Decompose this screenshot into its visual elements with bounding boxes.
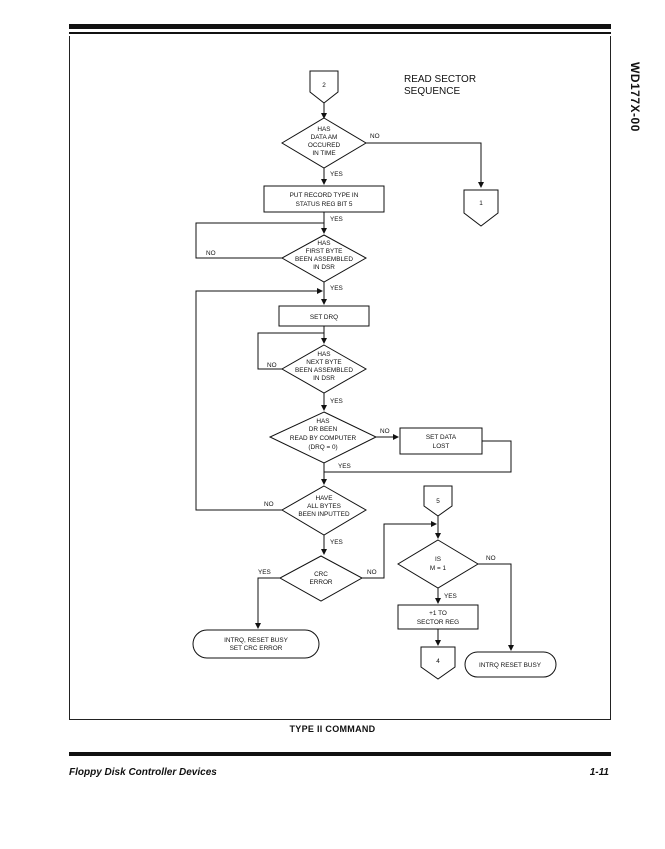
dec-data-am-line: OCCURED (308, 142, 341, 149)
label-no: NO (206, 250, 216, 257)
label-no: NO (370, 133, 380, 140)
box-set-data-lost-shape (399, 427, 483, 455)
page-number: 1-11 (589, 767, 609, 778)
box-set-drq-label: SET DRQ (310, 314, 338, 321)
top-rule-thin (69, 32, 611, 34)
dec-next-byte-line: IN DSR (313, 375, 335, 382)
dec-read-by-computer-line: (DRQ = 0) (308, 444, 337, 451)
top-rule (69, 24, 611, 29)
dec-next-byte-line: NEXT BYTE (306, 359, 341, 366)
label-yes: YES (330, 539, 343, 546)
terminal-intrq-crc-shape (192, 629, 320, 659)
box-record-type-line: PUT RECORD TYPE IN (290, 192, 359, 199)
box-sector-reg-line: SECTOR REG (417, 619, 459, 626)
dec-crc-error-line: CRC (314, 571, 328, 578)
terminal-intrq-crc-line: SET CRC ERROR (230, 645, 283, 652)
exit-connector-1-label: 1 (479, 200, 483, 207)
label-yes: YES (330, 285, 343, 292)
decision-is-m-shape (397, 539, 479, 589)
dec-data-am-line: HAS (317, 126, 330, 133)
label-no: NO (380, 428, 390, 435)
box-sector-reg-shape (397, 604, 479, 630)
dec-crc-error-line: ERROR (309, 579, 332, 586)
label-yes: YES (330, 171, 343, 178)
label-yes: YES (330, 398, 343, 405)
figure-caption: TYPE II COMMAND (289, 724, 376, 734)
dec-is-m-line: M = 1 (430, 565, 447, 572)
diagram-title-line2: SEQUENCE (404, 86, 460, 97)
dec-read-by-computer-line: HAS (316, 418, 329, 425)
entry-connector-5-shape (423, 485, 453, 517)
label-yes: YES (338, 463, 351, 470)
dec-data-am-line: IN TIME (312, 150, 335, 157)
box-sector-reg-line: +1 TO (429, 610, 447, 617)
box-set-data-lost-line: LOST (433, 443, 450, 450)
document-id-label: WD177X-00 (628, 62, 642, 132)
dec-all-bytes-line: ALL BYTES (307, 503, 341, 510)
label-yes: YES (330, 216, 343, 223)
dec-first-byte-line: FIRST BYTE (306, 248, 343, 255)
terminal-intrq-busy-shape (464, 651, 557, 678)
box-set-data-lost-line: SET DATA (426, 434, 457, 441)
dec-all-bytes-line: BEEN INPUTTED (298, 511, 350, 518)
entry-connector-2-label: 2 (322, 82, 326, 89)
exit-connector-4-shape (420, 646, 456, 680)
terminal-intrq-busy-label: INTRQ RESET BUSY (479, 662, 542, 669)
diagram-title-line1: READ SECTOR (404, 74, 476, 85)
dec-next-byte-line: HAS (317, 351, 330, 358)
dec-next-byte-line: BEEN ASSEMBLED (295, 367, 353, 374)
figure-frame (69, 36, 611, 720)
decision-crc-error-shape (278, 555, 364, 602)
label-no: NO (486, 555, 496, 562)
box-record-type-line: STATUS REG BIT 5 (296, 201, 353, 208)
label-yes: YES (258, 569, 271, 576)
exit-connector-4-label: 4 (436, 658, 440, 665)
dec-read-by-computer-line: READ BY COMPUTER (290, 435, 357, 442)
exit-connector-1-shape (463, 189, 499, 227)
dec-all-bytes-line: HAVE (316, 495, 333, 502)
footer-title: Floppy Disk Controller Devices (69, 767, 217, 778)
dec-first-byte-line: BEEN ASSEMBLED (295, 256, 353, 263)
label-no: NO (367, 569, 377, 576)
dec-first-byte-line: HAS (317, 240, 330, 247)
entry-connector-5-label: 5 (436, 498, 440, 505)
terminal-intrq-crc-line: INTRQ, RESET BUSY (224, 637, 289, 644)
dec-first-byte-line: IN DSR (313, 264, 335, 271)
dec-data-am-line: DATA AM (311, 134, 338, 141)
dec-read-by-computer-line: DR BEEN (309, 426, 338, 433)
box-record-type-shape (263, 185, 385, 213)
dec-is-m-line: IS (435, 556, 441, 563)
label-no: NO (267, 362, 277, 369)
entry-connector-2-shape (309, 70, 339, 104)
bottom-rule (69, 752, 611, 756)
label-no: NO (264, 501, 274, 508)
label-yes: YES (444, 593, 457, 600)
